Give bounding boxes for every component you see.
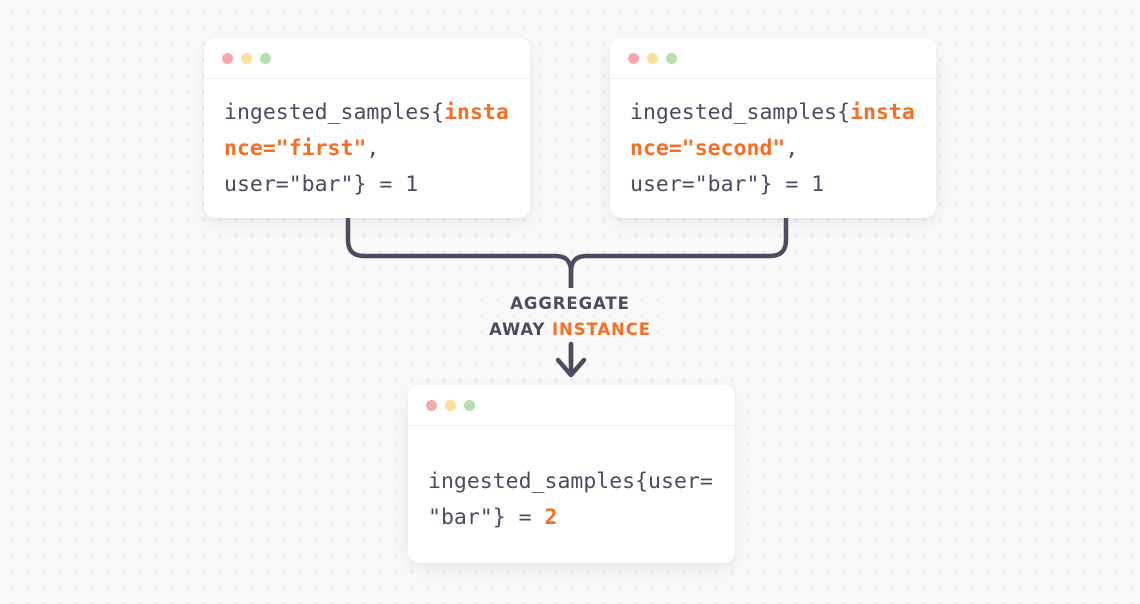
- card-code-content: ingested_samples{instance="second", user…: [610, 79, 936, 218]
- metric-name: ingested_samples: [224, 100, 432, 125]
- traffic-light-red-icon[interactable]: [628, 52, 639, 64]
- traffic-light-yellow-icon[interactable]: [241, 52, 252, 64]
- result-value: 2: [544, 505, 558, 530]
- result-expression: {user="bar"} =: [428, 469, 713, 530]
- operation-label-line-1: AGGREGATE: [510, 294, 630, 313]
- traffic-light-green-icon[interactable]: [666, 52, 677, 64]
- traffic-light-yellow-icon[interactable]: [445, 399, 456, 411]
- traffic-light-green-icon[interactable]: [464, 399, 475, 411]
- open-brace: {: [837, 100, 851, 125]
- metric-name: ingested_samples: [428, 469, 636, 494]
- code-card-second-instance[interactable]: ingested_samples{instance="second", user…: [610, 38, 936, 218]
- card-titlebar: [204, 38, 530, 79]
- traffic-light-red-icon[interactable]: [222, 52, 233, 64]
- card-code-content: ingested_samples{user="bar"} = 2: [408, 426, 735, 558]
- card-titlebar: [408, 385, 735, 426]
- card-titlebar: [610, 38, 936, 79]
- comma-separator: ,: [366, 136, 380, 161]
- card-code-content: ingested_samples{instance="first", user=…: [204, 79, 530, 218]
- remaining-expression: user="bar"} = 1: [630, 172, 825, 197]
- aggregate-operation-label: AGGREGATE AWAY INSTANCE: [420, 291, 720, 343]
- remaining-expression: user="bar"} = 1: [224, 172, 419, 197]
- comma-separator: ,: [785, 136, 799, 161]
- traffic-light-red-icon[interactable]: [426, 399, 437, 411]
- operation-label-prefix: AWAY: [489, 320, 552, 339]
- code-card-aggregated-result[interactable]: ingested_samples{user="bar"} = 2: [408, 385, 735, 563]
- metric-name: ingested_samples: [630, 100, 838, 125]
- code-card-first-instance[interactable]: ingested_samples{instance="first", user=…: [204, 38, 530, 218]
- highlighted-label-matcher: instance="first": [224, 100, 509, 161]
- traffic-light-yellow-icon[interactable]: [647, 52, 658, 64]
- open-brace: {: [431, 100, 445, 125]
- operation-label-accent: INSTANCE: [551, 320, 651, 339]
- traffic-light-green-icon[interactable]: [260, 52, 271, 64]
- operation-label-line-2: AWAY INSTANCE: [420, 317, 720, 343]
- highlighted-label-matcher: instance="second": [630, 100, 915, 161]
